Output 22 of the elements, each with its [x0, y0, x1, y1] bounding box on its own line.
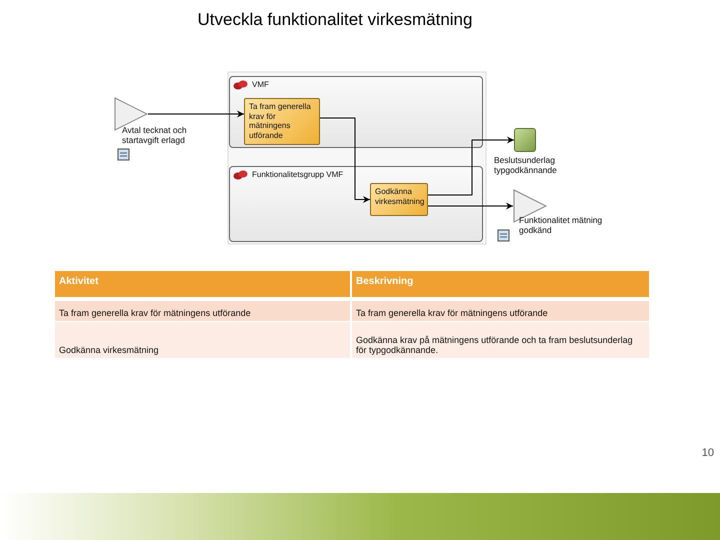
table-cell: Godkänna virkesmätning — [55, 322, 350, 358]
table-header-cell: Aktivitet — [55, 271, 350, 297]
table-cell: Godkänna krav på mätningens utförande och ta fram beslutsunderlag för typgodkännande. — [352, 322, 649, 358]
task-box: Godkänna virkesmätning — [370, 183, 428, 216]
end-event — [513, 189, 603, 237]
arrow — [428, 202, 514, 210]
task-box: Ta fram generella krav för mätningens utförande — [244, 98, 320, 145]
arrow — [428, 136, 514, 196]
swimlane — [229, 166, 483, 242]
table-cell: Ta fram generella krav för mätningens utförande — [55, 301, 350, 321]
table-header-cell: Beskrivning — [352, 271, 649, 297]
swimlane — [229, 76, 483, 148]
lane-title: VMF — [252, 80, 269, 89]
slide-title: Utveckla funktionalitet virkesmätning — [196, 10, 474, 30]
page-number: 10 — [702, 447, 714, 459]
arrow — [148, 110, 244, 118]
event-label: Avtal tecknat och startavgift erlagd — [122, 125, 188, 146]
data-label: Beslutsunderlag typgodkännande — [494, 155, 558, 176]
table-cell: Ta fram generella krav för mätningens utförande — [352, 301, 649, 321]
event-label: Funktionalitet mätning godkänd — [519, 215, 603, 236]
lane-title: Funktionalitetsgrupp VMF — [252, 170, 344, 179]
arrow — [320, 118, 370, 203]
